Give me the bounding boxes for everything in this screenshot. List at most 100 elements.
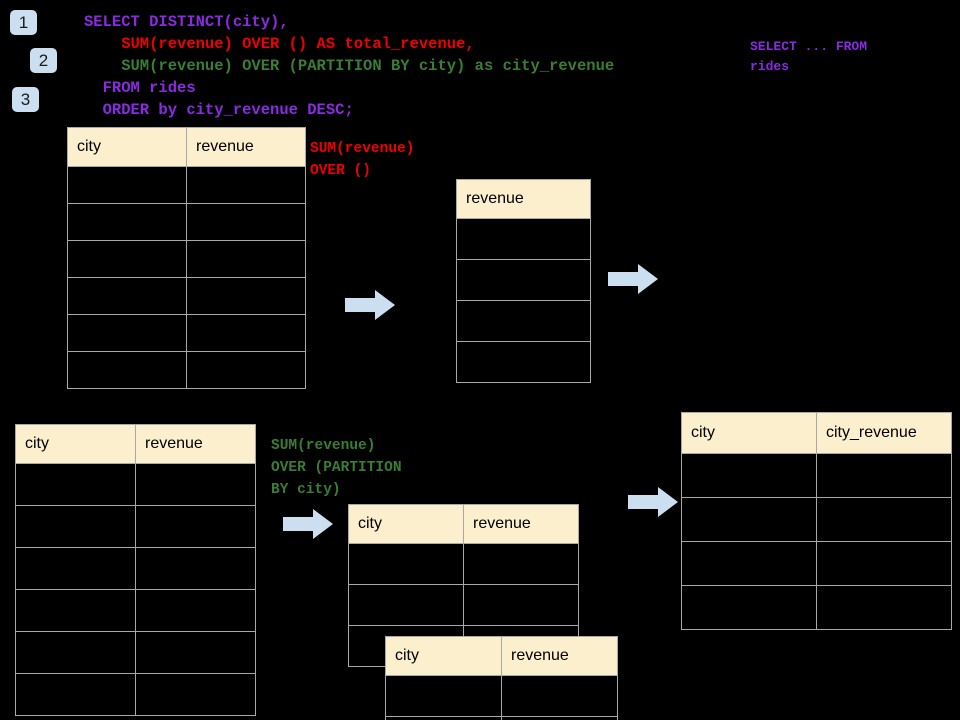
table-result: city city_revenue xyxy=(681,412,952,630)
table-cell xyxy=(67,203,187,241)
table-cell xyxy=(186,203,306,241)
column-header-revenue: revenue xyxy=(135,424,256,464)
table-header-row: city revenue xyxy=(385,636,618,676)
table-cell xyxy=(463,584,579,626)
table-source-top: city revenue xyxy=(67,127,306,389)
table-cell xyxy=(15,673,136,716)
arrow-partition-to-result xyxy=(628,487,678,517)
table-cell xyxy=(15,463,136,506)
step-badge-3: 3 xyxy=(12,87,39,112)
table-row xyxy=(456,341,591,383)
table-cell xyxy=(135,673,256,716)
arrow-source-to-partition xyxy=(283,509,333,539)
annotation-partition-by-city: SUM(revenue) OVER (PARTITION BY city) xyxy=(271,438,402,498)
table-cell xyxy=(816,541,952,586)
column-header-revenue: revenue xyxy=(186,127,306,167)
table-cell xyxy=(463,543,579,585)
table-header-row: city revenue xyxy=(348,504,579,544)
table-cell xyxy=(67,277,187,315)
table-cell xyxy=(186,314,306,352)
table-header-row: city revenue xyxy=(15,424,256,464)
table-cell xyxy=(348,543,464,585)
column-header-city: city xyxy=(385,636,502,676)
arrow-total-to-result xyxy=(608,264,658,294)
table-source-bottom: city revenue xyxy=(15,424,256,716)
table-row xyxy=(15,505,256,548)
table-cell xyxy=(67,240,187,278)
table-cell xyxy=(67,314,187,352)
table-cell xyxy=(456,300,591,342)
column-header-city-revenue: city_revenue xyxy=(816,412,952,454)
column-header-city: city xyxy=(348,504,464,544)
table-row xyxy=(15,547,256,590)
table-cell xyxy=(135,463,256,506)
table-row xyxy=(67,240,306,278)
table-cell xyxy=(186,277,306,315)
column-header-city: city xyxy=(67,127,187,167)
table-row xyxy=(456,218,591,260)
table-cell xyxy=(15,589,136,632)
sql-line-select-distinct: SELECT DISTINCT(city), xyxy=(84,13,289,31)
table-cell xyxy=(67,166,187,204)
sidenote-select-from-rides: SELECT ... FROM rides xyxy=(750,39,868,74)
table-row xyxy=(67,351,306,389)
table-row xyxy=(385,716,618,720)
table-row xyxy=(681,497,952,542)
column-header-revenue: revenue xyxy=(463,504,579,544)
table-cell xyxy=(348,584,464,626)
table-cell xyxy=(186,351,306,389)
table-row xyxy=(348,584,579,626)
table-row xyxy=(67,277,306,315)
column-header-city: city xyxy=(15,424,136,464)
step-badge-2: 2 xyxy=(30,48,57,73)
table-cell xyxy=(501,675,618,717)
table-row xyxy=(681,541,952,586)
sql-line-from: FROM rides xyxy=(84,79,196,97)
table-cell xyxy=(15,631,136,674)
table-cell xyxy=(681,541,817,586)
table-row xyxy=(15,673,256,716)
table-cell xyxy=(186,166,306,204)
table-row xyxy=(681,453,952,498)
step-badge-1: 1 xyxy=(10,10,37,35)
sql-line-total-revenue: SUM(revenue) OVER () AS total_revenue, xyxy=(84,35,475,53)
table-cell xyxy=(67,351,187,389)
table-row xyxy=(385,675,618,717)
column-header-revenue: revenue xyxy=(501,636,618,676)
arrow-source-to-total xyxy=(345,290,395,320)
table-cell xyxy=(816,497,952,542)
table-cell xyxy=(681,453,817,498)
table-row xyxy=(15,631,256,674)
table-row xyxy=(67,166,306,204)
table-row xyxy=(456,259,591,301)
table-row xyxy=(681,585,952,630)
table-cell xyxy=(15,505,136,548)
table-cell xyxy=(135,589,256,632)
table-cell xyxy=(385,716,502,720)
table-header-row: revenue xyxy=(456,179,591,219)
table-cell xyxy=(681,585,817,630)
annotation-over-empty: SUM(revenue) OVER () xyxy=(310,141,415,179)
table-row xyxy=(15,589,256,632)
table-cell xyxy=(135,547,256,590)
table-header-row: city revenue xyxy=(67,127,306,167)
column-header-revenue: revenue xyxy=(456,179,591,219)
column-header-city: city xyxy=(681,412,817,454)
table-cell xyxy=(501,716,618,720)
table-cell xyxy=(15,547,136,590)
table-partition-front: city revenue xyxy=(385,636,618,720)
table-cell xyxy=(385,675,502,717)
table-cell xyxy=(816,585,952,630)
table-cell xyxy=(135,505,256,548)
sql-line-city-revenue: SUM(revenue) OVER (PARTITION BY city) as… xyxy=(84,57,615,75)
table-cell xyxy=(456,218,591,260)
table-cell xyxy=(456,259,591,301)
table-row xyxy=(456,300,591,342)
sql-line-order-by: ORDER by city_revenue DESC; xyxy=(84,101,354,119)
table-row xyxy=(67,314,306,352)
table-row xyxy=(15,463,256,506)
table-cell xyxy=(135,631,256,674)
table-cell xyxy=(816,453,952,498)
table-cell xyxy=(456,341,591,383)
